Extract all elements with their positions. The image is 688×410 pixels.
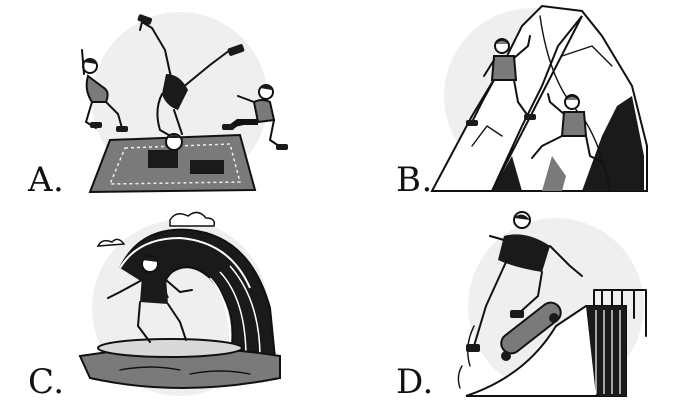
option-b-label: B. [396, 160, 433, 200]
option-d-illustration [457, 211, 647, 397]
option-a-illustration [81, 12, 288, 194]
option-c-illustration [78, 211, 281, 396]
option-d-label: D. [396, 362, 434, 402]
option-c-label: C. [28, 362, 65, 402]
option-a-label: A. [28, 160, 65, 200]
option-b-illustration [430, 4, 648, 192]
